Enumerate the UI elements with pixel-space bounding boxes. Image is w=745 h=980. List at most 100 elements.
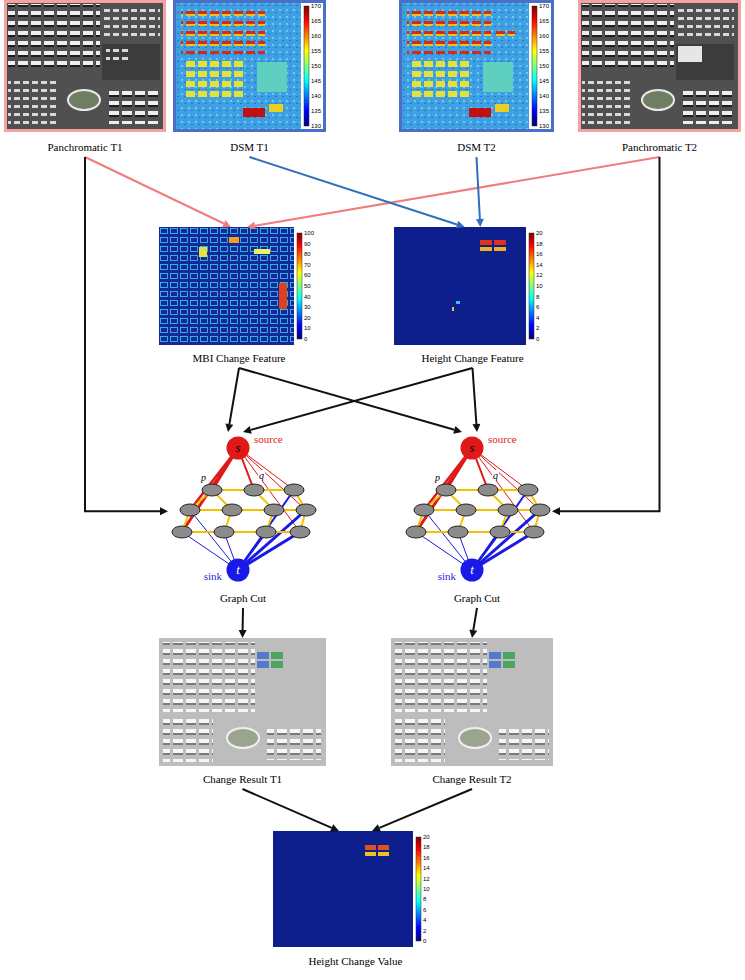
terminal-circle-shape — [461, 559, 484, 582]
panchromatic-image — [578, 0, 741, 132]
caption: Change Result T1 — [203, 773, 282, 786]
tick-label: 20 — [423, 833, 430, 841]
change-result-image — [159, 638, 326, 766]
caption: DSM T1 — [230, 141, 269, 154]
graph-terminal: ssource — [226, 436, 250, 460]
tick-label: 6 — [536, 303, 539, 311]
caption-row: Graph Cut — [402, 588, 552, 606]
tick-label: 10 — [423, 885, 430, 893]
caption-row: DSM T2 — [399, 137, 554, 155]
arrowhead — [469, 629, 477, 638]
connector — [225, 368, 239, 432]
connector — [243, 368, 473, 434]
tick-label: 12 — [536, 271, 543, 279]
node-label: p — [434, 472, 441, 483]
connector — [472, 368, 480, 432]
figure-panel: Change Result T1 — [159, 638, 326, 789]
caption-row: Height Change Value — [273, 951, 438, 969]
connector-line — [379, 789, 472, 828]
connector-line — [473, 368, 477, 424]
caption: Height Change Feature — [421, 352, 523, 365]
connector-line — [229, 368, 239, 424]
figure-panel: Height Change Feature — [394, 227, 551, 368]
tick-label: 14 — [423, 864, 430, 872]
caption: MBI Change Feature — [193, 352, 286, 365]
tick-label: 80 — [304, 250, 311, 258]
tick-label: 0 — [423, 937, 426, 945]
figure-panel: Panchromatic T1 — [4, 0, 166, 157]
caption-row: DSM T1 — [173, 137, 326, 155]
caption-row: Panchromatic T1 — [4, 137, 166, 155]
caption: Change Result T2 — [432, 773, 511, 786]
arrowhead — [330, 824, 339, 831]
caption: Panchromatic T1 — [47, 141, 122, 154]
arrowhead — [476, 219, 484, 227]
tick-label: 165 — [311, 17, 321, 25]
panchromatic-image — [4, 0, 166, 132]
tick-label: 160 — [539, 32, 549, 40]
terminal-letter: s — [460, 436, 484, 460]
tick-label: 160 — [311, 32, 321, 40]
figure-panel: MBI Change Feature — [159, 227, 319, 368]
connector-line — [242, 608, 244, 630]
graph-cut-network — [172, 448, 316, 570]
dsm-image — [399, 0, 554, 132]
terminal-name: sink — [438, 570, 456, 583]
connector — [250, 157, 465, 228]
tick-label: 8 — [423, 895, 426, 903]
connector — [476, 157, 484, 227]
connector-line — [473, 608, 477, 630]
tick-label: 155 — [539, 47, 549, 55]
change-result-image — [391, 638, 553, 766]
terminal-circle-shape — [227, 559, 250, 582]
connector-line — [85, 157, 224, 224]
arrowhead — [453, 426, 462, 434]
tick-label: 135 — [311, 107, 321, 115]
tick-label: 170 — [539, 2, 549, 10]
tick-label: 10 — [304, 324, 311, 332]
connector — [247, 157, 660, 230]
caption-row: Panchromatic T2 — [578, 137, 741, 155]
caption-row: Height Change Feature — [394, 348, 551, 366]
tick-label: 40 — [304, 293, 311, 301]
figure-panel: DSM T1 — [173, 0, 326, 157]
caption: Height Change Value — [309, 955, 403, 968]
height-change-value-image — [273, 831, 438, 947]
graph-terminal: ssource — [460, 436, 484, 460]
arrowhead — [160, 507, 168, 515]
tick-label: 6 — [423, 906, 426, 914]
tick-label: 100 — [304, 229, 314, 237]
arrowhead — [222, 220, 231, 227]
caption-row: MBI Change Feature — [159, 348, 319, 366]
tick-label: 155 — [311, 47, 321, 55]
terminal-name: source — [488, 433, 517, 446]
arrowhead — [456, 221, 465, 229]
graph-terminal: tsink — [226, 558, 250, 582]
connector-line — [477, 157, 480, 219]
arrowhead — [225, 423, 233, 432]
tick-label: 130 — [311, 122, 321, 130]
graph-terminal: tsink — [460, 558, 484, 582]
tick-label: 10 — [536, 282, 543, 290]
figure-panel: Change Result T2 — [391, 638, 553, 789]
figure-panel: Height Change Value — [273, 831, 438, 971]
caption-row: Change Result T2 — [391, 769, 553, 787]
tick-label: 20 — [304, 314, 311, 322]
arrowhead — [552, 507, 560, 515]
tick-label: 2 — [536, 324, 539, 332]
tick-label: 140 — [311, 92, 321, 100]
arrowhead — [243, 426, 252, 434]
node-label: q — [258, 470, 265, 481]
tick-label: 16 — [536, 250, 543, 258]
tick-label: 2 — [423, 927, 426, 935]
tick-label: 18 — [536, 240, 543, 248]
height-change-image — [394, 227, 551, 345]
node-label: q — [492, 470, 499, 481]
connector-line — [255, 157, 660, 226]
figure-panel: Graph Cutssourcetsink — [168, 432, 318, 608]
tick-label: 16 — [423, 854, 430, 862]
tick-label: 165 — [539, 17, 549, 25]
connector-line — [251, 368, 473, 430]
arrowhead — [239, 630, 247, 638]
